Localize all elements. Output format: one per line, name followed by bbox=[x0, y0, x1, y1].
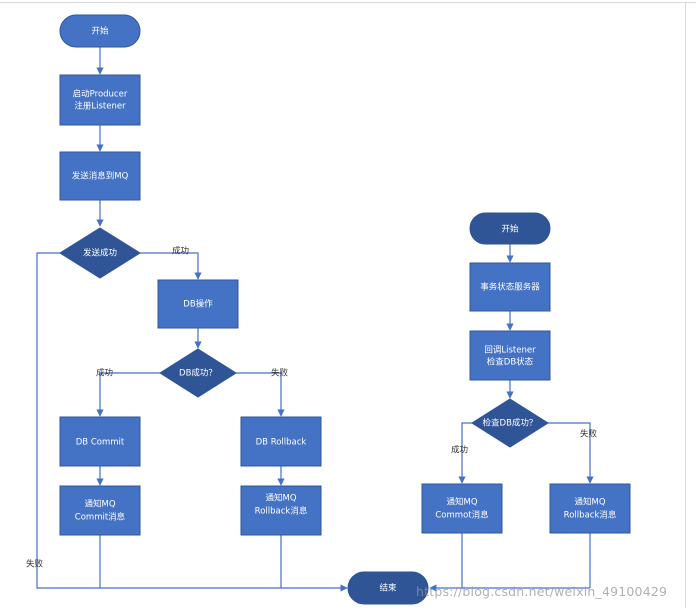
node-right-start: 开始 bbox=[469, 212, 551, 245]
node-notify-rollback-line2: Rollback消息 bbox=[255, 506, 308, 517]
node-send-success-decision: 发送成功 bbox=[59, 227, 141, 279]
node-check-db-text: 检查DB成功？ bbox=[483, 418, 538, 429]
node-notify-rollback-line1: 通知MQ bbox=[265, 493, 296, 504]
edge-decision-success-to-db bbox=[140, 252, 202, 280]
node-start-producer: 启动Producer 注册Listener bbox=[59, 74, 141, 126]
node-callback-listener: 回调Listener 检查DB状态 bbox=[469, 330, 551, 381]
node-db-commit-text: DB Commit bbox=[76, 438, 125, 448]
node-start-producer-line1: 启动Producer bbox=[73, 89, 128, 100]
node-right-notify-commit-line1: 通知MQ bbox=[446, 497, 477, 508]
node-db-rollback: DB Rollback bbox=[240, 416, 322, 467]
node-tx-state-server-text: 事务状态服务器 bbox=[480, 282, 540, 293]
label-send-fail: 失败 bbox=[26, 559, 44, 570]
label-check-fail: 失败 bbox=[580, 429, 598, 440]
right-flow-edges bbox=[429, 244, 594, 592]
frame-top-border bbox=[0, 2, 696, 3]
frame-right-border bbox=[685, 2, 686, 608]
node-right-notify-commit: 通知MQ Commot消息 bbox=[421, 483, 503, 534]
label-db-fail: 失败 bbox=[271, 368, 289, 379]
node-right-start-text: 开始 bbox=[501, 224, 519, 235]
edge-check-fail-to-rollback bbox=[548, 422, 594, 484]
watermark-url: https://blog.csdn.net/weixin_49100429 bbox=[416, 584, 668, 599]
node-left-start: 开始 bbox=[59, 14, 141, 48]
node-notify-commit-line1: 通知MQ bbox=[84, 499, 115, 510]
node-left-start-text: 开始 bbox=[91, 26, 109, 37]
node-db-success-text: DB成功？ bbox=[179, 368, 217, 379]
node-notify-rollback: 通知MQ Rollback消息 bbox=[240, 485, 322, 536]
node-right-notify-rollback-line1: 通知MQ bbox=[574, 497, 605, 508]
label-send-success: 成功 bbox=[172, 246, 189, 257]
node-right-notify-commit-line2: Commot消息 bbox=[435, 510, 489, 521]
label-db-success: 成功 bbox=[96, 368, 113, 379]
node-tx-state-server: 事务状态服务器 bbox=[469, 262, 551, 312]
node-right-notify-rollback: 通知MQ Rollback消息 bbox=[549, 483, 631, 534]
node-start-producer-line2: 注册Listener bbox=[74, 101, 126, 112]
node-db-rollback-text: DB Rollback bbox=[256, 438, 307, 448]
node-db-operation: DB操作 bbox=[157, 279, 239, 329]
edge-decision-fail-to-end bbox=[36, 252, 348, 592]
edge-dbcheck-fail-to-rollback bbox=[236, 372, 285, 417]
edge-rcommit-to-end bbox=[429, 533, 463, 592]
label-check-success: 成功 bbox=[451, 445, 468, 456]
edge-dbcheck-success-to-commit bbox=[96, 372, 160, 417]
edge-check-success-to-commit bbox=[458, 422, 472, 484]
node-right-notify-rollback-line2: Rollback消息 bbox=[564, 510, 617, 521]
node-notify-commit: 通知MQ Commit消息 bbox=[59, 485, 141, 536]
node-notify-commit-line2: Commit消息 bbox=[75, 512, 126, 523]
left-flow-edges bbox=[36, 47, 348, 592]
node-end-text: 结束 bbox=[379, 583, 397, 594]
node-db-commit: DB Commit bbox=[59, 416, 141, 467]
node-send-to-mq: 发送消息到MQ bbox=[59, 151, 141, 201]
node-send-success-text: 发送成功 bbox=[83, 248, 117, 259]
node-send-to-mq-text: 发送消息到MQ bbox=[72, 171, 129, 182]
node-callback-listener-line1: 回调Listener bbox=[484, 346, 536, 356]
node-callback-listener-line2: 检查DB状态 bbox=[487, 357, 534, 368]
node-db-operation-text: DB操作 bbox=[183, 299, 213, 310]
node-end: 结束 bbox=[347, 571, 429, 605]
node-db-success-decision: DB成功？ bbox=[159, 348, 237, 398]
node-check-db-decision: 检查DB成功？ bbox=[471, 398, 549, 448]
